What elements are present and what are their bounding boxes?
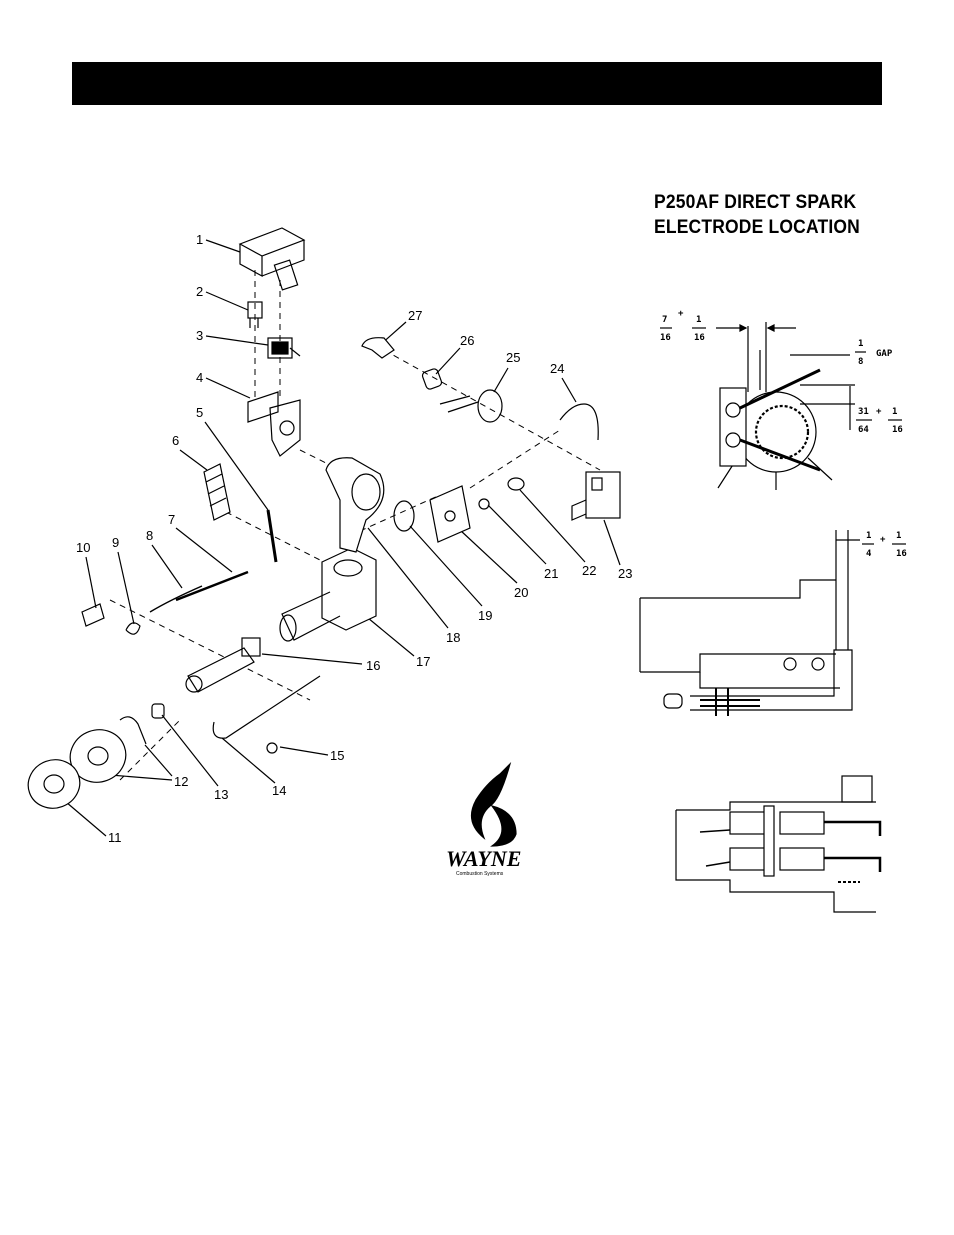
part-elbow [362,338,394,358]
part-number: 11 [108,830,122,845]
part-burner-tube [280,548,376,641]
part-transformer [268,338,300,358]
svg-text:WAYNE: WAYNE [446,846,521,871]
label-19: 19 [410,526,492,623]
part-number: 7 [168,512,175,527]
label-25: 25 [494,350,520,392]
part-number: 1 [196,232,203,247]
svg-text:4: 4 [866,549,872,559]
part-number: 16 [366,658,380,673]
part-number: 18 [446,630,460,645]
part-number: 8 [146,528,153,543]
svg-text:16: 16 [892,425,903,435]
part-number: 9 [112,535,119,550]
label-8: 8 [146,528,182,588]
part-gas-valve [572,472,620,520]
svg-text:7: 7 [662,315,667,325]
part-number: 21 [544,566,558,581]
svg-text:16: 16 [694,333,705,343]
svg-text:8: 8 [858,357,863,367]
label-5: 5 [196,405,268,510]
part-number: 2 [196,284,203,299]
part-orifice [508,478,524,490]
part-number: 5 [196,405,203,420]
part-blower [326,458,384,552]
part-number: 13 [214,787,228,802]
part-cable [560,404,598,440]
detail-side-view: 1 + 1 4 16 [640,530,907,716]
part-harness [440,390,502,422]
svg-text:GAP: GAP [876,349,893,359]
part-number: 22 [582,563,596,578]
label-15: 15 [280,747,344,763]
svg-text:1: 1 [896,531,901,541]
part-screw [267,743,277,753]
part-wire [176,572,248,600]
part-number: 25 [506,350,520,365]
label-18: 18 [368,528,460,645]
part-number: 3 [196,328,203,343]
part-number: 24 [550,361,564,376]
svg-text:Combustion Systems: Combustion Systems [456,871,504,877]
label-26: 26 [436,333,474,374]
detail-front-view: 7 + 1 16 16 1 8 GAP 31 + 1 64 16 [660,309,903,490]
svg-text:+: + [678,309,684,319]
part-clip [126,623,140,634]
part-rod [268,510,276,562]
label-13: 13 [162,715,228,802]
svg-text:1: 1 [696,315,701,325]
svg-text:64: 64 [858,425,869,435]
label-2: 2 [196,284,248,310]
svg-text:1: 1 [858,339,863,349]
part-number: 4 [196,370,203,385]
part-number: 27 [408,308,422,323]
part-number: 10 [76,540,90,555]
part-small-bracket [82,604,104,626]
wayne-logo: WAYNE Combustion Systems [446,764,521,877]
svg-text:31: 31 [858,407,869,417]
part-number: 19 [478,608,492,623]
part-number: 20 [514,585,528,600]
label-20: 20 [460,530,528,600]
label-24: 24 [550,361,576,402]
label-7: 7 [168,512,232,572]
label-11: 11 [66,802,122,845]
part-number: 6 [172,433,179,448]
detail-top-view [676,776,880,912]
part-number: 14 [272,783,286,798]
part-bracket [248,392,300,456]
part-nut [479,499,489,509]
svg-text:16: 16 [660,333,671,343]
svg-text:1: 1 [866,531,871,541]
part-box [204,464,230,520]
part-long-wire [213,676,320,738]
parts-drawing [21,228,620,815]
svg-text:+: + [876,407,882,417]
part-cover [240,228,304,290]
label-10: 10 [76,540,96,608]
label-27: 27 [380,308,422,345]
label-21: 21 [488,505,558,581]
label-16: 16 [262,654,380,673]
part-gasket [394,501,414,531]
label-22: 22 [520,490,596,578]
label-1: 1 [196,232,240,252]
part-number: 12 [174,774,188,789]
part-number: 26 [460,333,474,348]
svg-text:+: + [880,535,886,545]
label-3: 3 [196,328,268,345]
part-number: 15 [330,748,344,763]
label-4: 4 [196,370,250,398]
svg-text:16: 16 [896,549,907,559]
part-number: 17 [416,654,430,669]
part-number: 23 [618,566,632,581]
part-nozzle [186,638,260,692]
label-23: 23 [604,520,632,581]
svg-text:1: 1 [892,407,897,417]
label-6: 6 [172,433,207,470]
